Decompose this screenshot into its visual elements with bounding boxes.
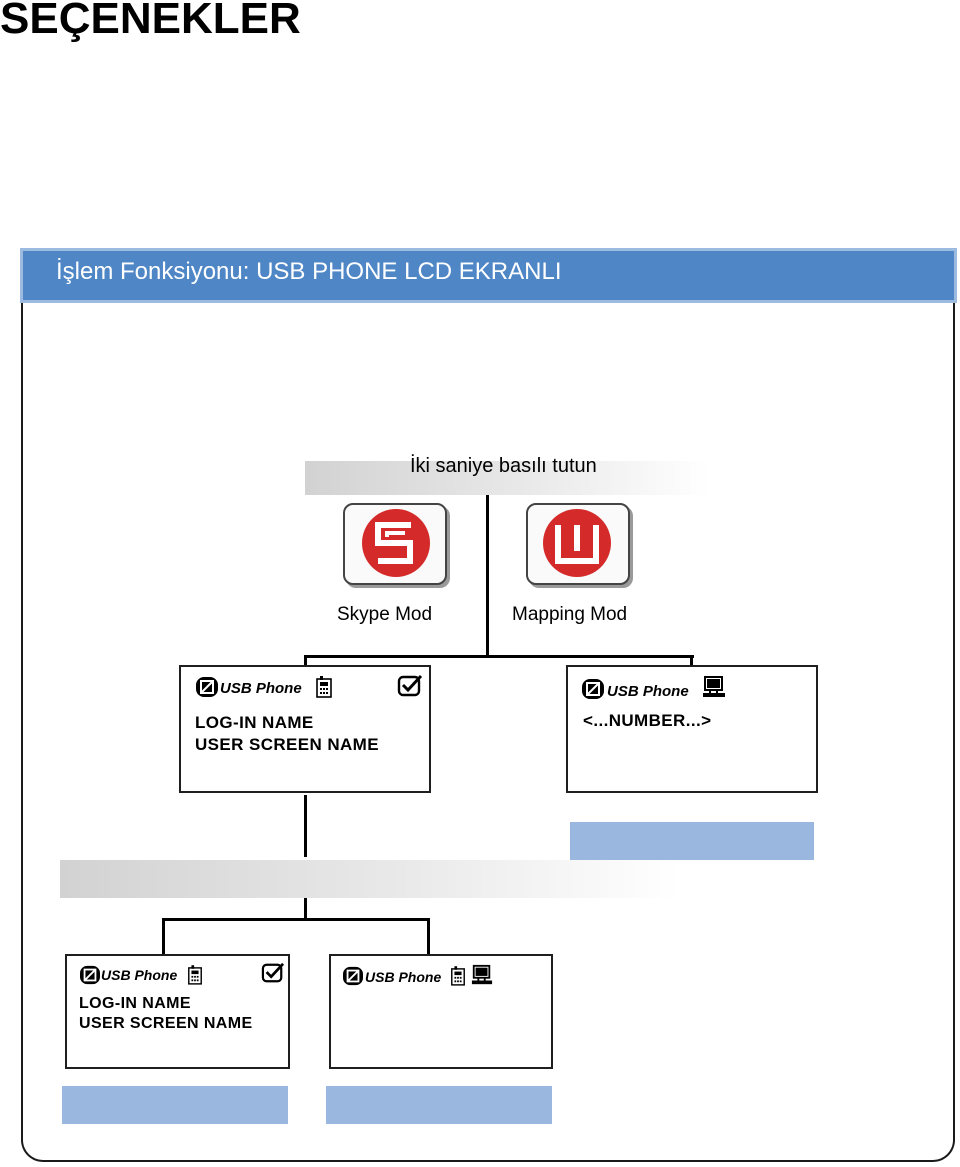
page-title: SEÇENEKLER xyxy=(0,0,301,43)
skype-mode-button[interactable] xyxy=(343,503,447,585)
mapping-mode-label: Mapping Mod xyxy=(512,604,628,625)
computer-icon xyxy=(471,964,493,985)
connector-line xyxy=(162,918,165,954)
computer-icon xyxy=(703,676,725,697)
lcd-line-1: LOG-IN NAME xyxy=(195,713,314,732)
lcd-line-2: USER SCREEN NAME xyxy=(195,735,379,754)
checkbox-checked-icon xyxy=(261,962,285,983)
section-header xyxy=(20,248,957,303)
usb-phone-logo-icon xyxy=(196,677,218,697)
handset-icon xyxy=(451,966,465,986)
skype-mode-label: Skype Mod xyxy=(337,604,433,625)
checkbox-checked-icon xyxy=(397,674,423,697)
usb-phone-logo-icon xyxy=(343,966,363,986)
connector-line xyxy=(304,898,307,920)
usb-phone-brand: USB Phone xyxy=(101,967,178,983)
skype-s-button-icon xyxy=(362,509,430,577)
handset-icon xyxy=(188,965,202,985)
usb-phone-logo-icon xyxy=(582,679,604,699)
connector-line xyxy=(163,918,430,921)
connector-line xyxy=(304,795,307,857)
connector-line xyxy=(305,655,694,658)
lcd-skype-sub-screen: USB Phone LOG-IN NAME USER SCREEN NAME xyxy=(65,954,290,1069)
caption-box xyxy=(62,1086,288,1124)
connector-line xyxy=(690,655,693,668)
usb-phone-brand: USB Phone xyxy=(220,680,302,697)
section-title: İşlem Fonksiyonu: USB PHONE LCD EKRANLI xyxy=(56,258,562,285)
content-frame xyxy=(21,250,955,1162)
lcd-mapping-screen: USB Phone <...NUMBER...> xyxy=(566,665,818,793)
handset-icon xyxy=(316,676,332,698)
usb-phone-brand: USB Phone xyxy=(607,683,689,700)
lcd-line-2: USER SCREEN NAME xyxy=(79,1015,253,1032)
caption-box xyxy=(326,1086,552,1124)
connector-line xyxy=(427,918,430,954)
mapping-m-button-icon xyxy=(543,509,611,577)
lcd-line-1: LOG-IN NAME xyxy=(79,995,191,1012)
lcd-skype-mapping-sub-screen: USB Phone xyxy=(329,954,553,1069)
lcd-skype-screen: USB Phone LOG-IN NAME USER SCREEN NAME xyxy=(179,665,431,793)
mapping-mode-button[interactable] xyxy=(526,503,630,585)
instruction-band-secondary xyxy=(60,860,680,898)
lcd-line-1: <...NUMBER...> xyxy=(583,711,712,730)
caption-box xyxy=(570,822,814,860)
usb-phone-brand: USB Phone xyxy=(365,969,442,985)
instruction-text: İki saniye basılı tutun xyxy=(410,455,597,477)
usb-phone-logo-icon xyxy=(80,965,100,985)
instruction-band xyxy=(305,461,710,495)
connector-line xyxy=(486,495,489,657)
connector-line xyxy=(304,655,307,668)
